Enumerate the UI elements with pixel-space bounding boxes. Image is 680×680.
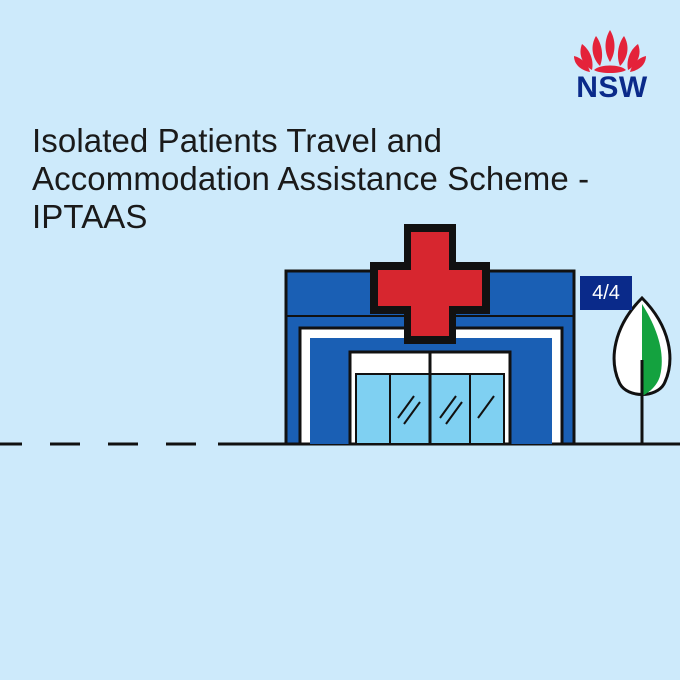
title-line-2: Accommodation Assistance Scheme -: [32, 160, 590, 197]
page-indicator-badge: 4/4: [580, 276, 632, 310]
hospital-building-icon: [284, 269, 576, 446]
nsw-logo: NSW: [576, 71, 648, 104]
title-line-1: Isolated Patients Travel and: [32, 122, 443, 159]
red-cross-icon: [370, 224, 490, 344]
waratah-flower-icon: [574, 30, 646, 73]
page-title: Isolated Patients Travel and Accommodati…: [32, 122, 632, 236]
title-line-3: IPTAAS: [32, 198, 148, 235]
tree-icon: [612, 295, 672, 444]
